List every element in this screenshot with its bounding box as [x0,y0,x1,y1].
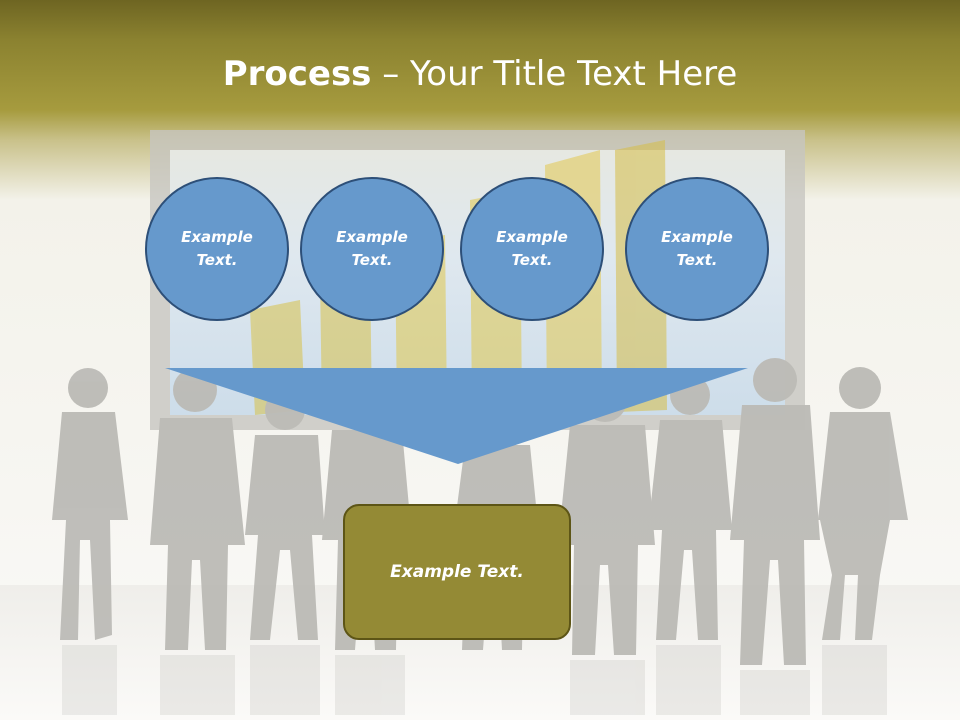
circle-label: Example Text. [496,228,568,269]
process-step-circle-4[interactable]: Example Text. [625,177,769,321]
floor-reflection [62,645,887,715]
circle-label: Example Text. [181,228,253,269]
process-step-circle-1[interactable]: Example Text. [145,177,289,321]
circle-label: Example Text. [661,228,733,269]
result-box[interactable]: Example Text. [343,504,571,640]
title-bold: Process [222,54,372,94]
slide-title: Process – Your Title Text Here [0,52,960,96]
process-step-circle-3[interactable]: Example Text. [460,177,604,321]
circle-label: Example Text. [336,228,408,269]
process-step-circle-2[interactable]: Example Text. [300,177,444,321]
result-label: Example Text. [390,562,524,582]
title-rest: – Your Title Text Here [371,54,738,94]
